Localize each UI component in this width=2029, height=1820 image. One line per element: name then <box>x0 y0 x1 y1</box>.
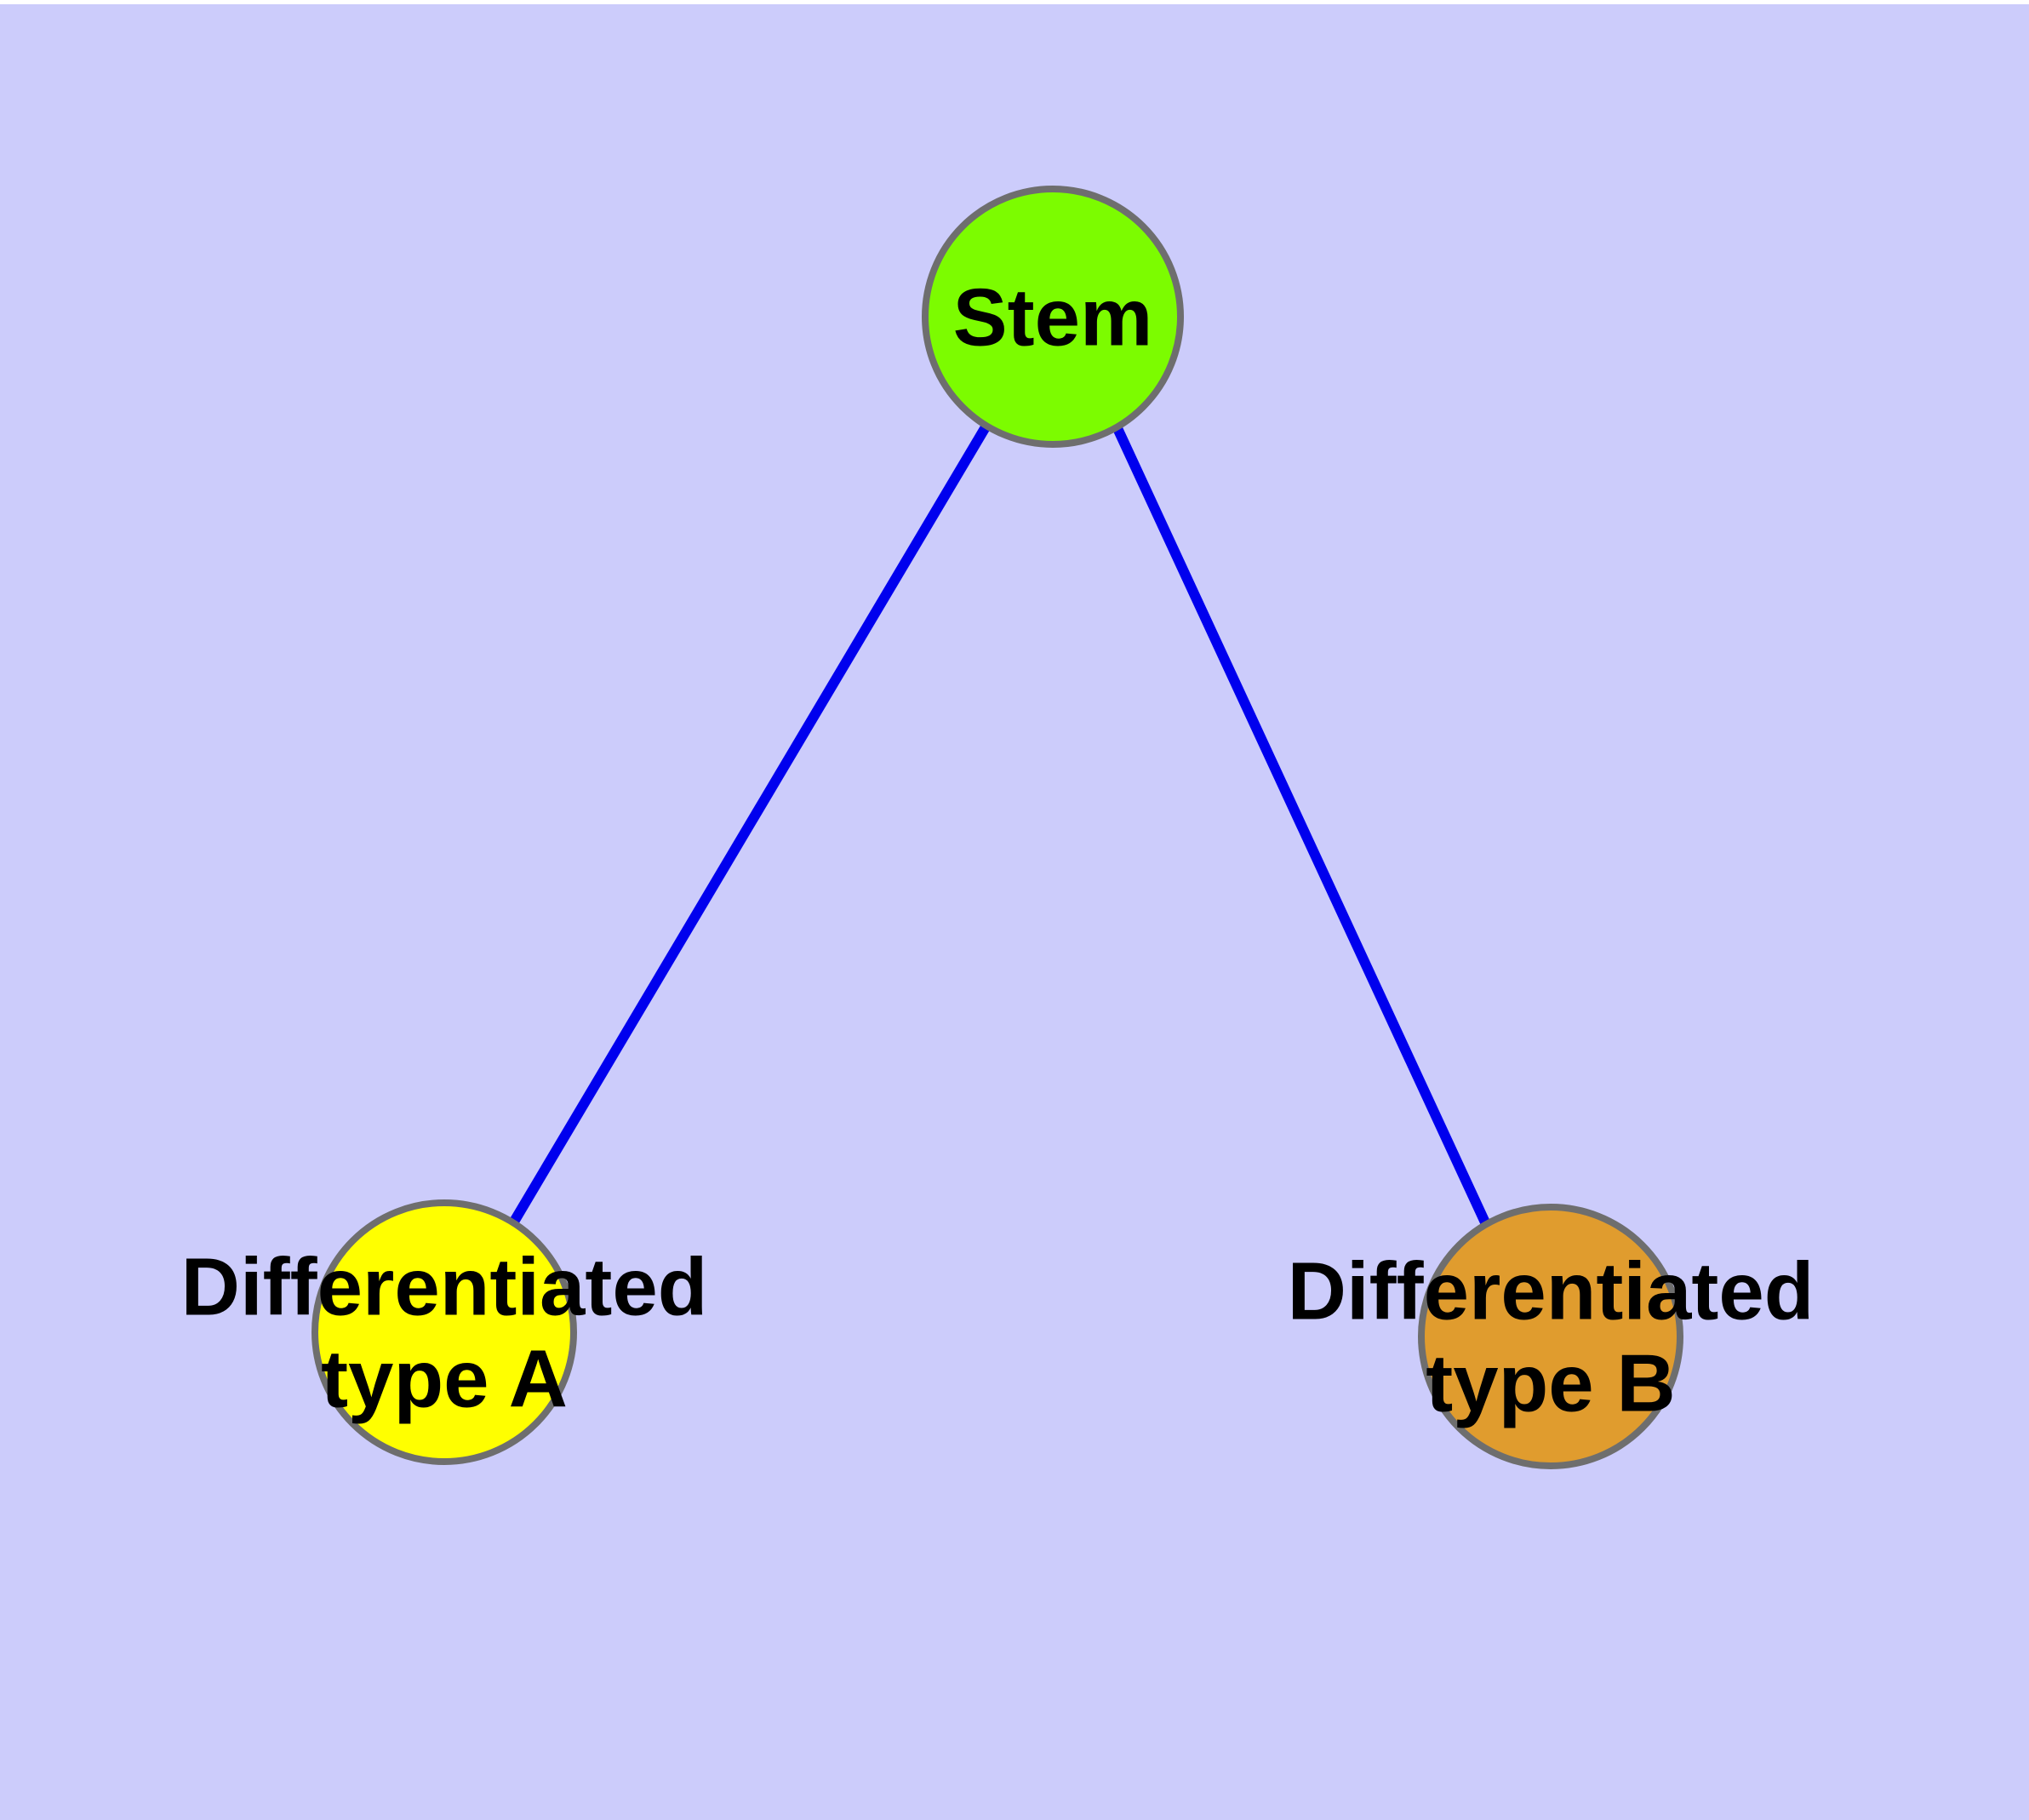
node-label-line: Stem <box>953 272 1153 363</box>
node-label-line: type B <box>1426 1338 1675 1429</box>
edges-layer <box>509 422 1490 1225</box>
graph-edge-stem-diff_b[interactable] <box>1112 424 1490 1225</box>
node-label-stem: Stem <box>953 272 1153 363</box>
nodes-layer <box>311 186 1683 1469</box>
node-label-line: Differentiated <box>1288 1246 1815 1337</box>
node-label-line: type A <box>321 1334 568 1425</box>
graph-node-diff_b[interactable] <box>1418 1204 1683 1469</box>
graph-node-diff_a[interactable] <box>311 1199 577 1465</box>
node-label-line: Differentiated <box>181 1242 708 1333</box>
graph-node-stem[interactable] <box>922 186 1184 448</box>
graph-edge-stem-diff_a[interactable] <box>509 422 992 1225</box>
